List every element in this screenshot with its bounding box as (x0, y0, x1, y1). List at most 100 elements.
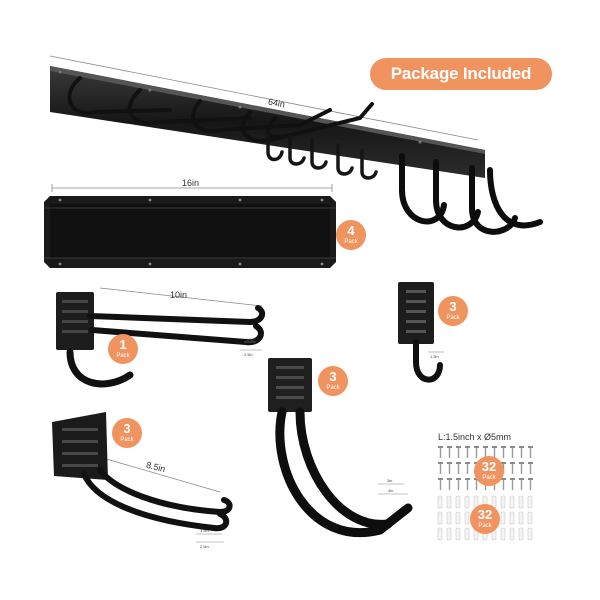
wall-anchor (518, 495, 524, 509)
screw-head (465, 462, 470, 464)
j-hook-qty-word: Pack (326, 385, 340, 391)
screw-head (501, 446, 506, 448)
rail-hook-1 (67, 76, 172, 115)
fork-hook-qty-tag: 3 Pack (112, 418, 142, 448)
wall-anchor (500, 527, 506, 541)
j-hook-dim-b: 4in (388, 488, 394, 493)
rail-hook-2 (127, 88, 252, 126)
wall-anchor (455, 495, 461, 509)
rail-track (50, 66, 485, 178)
screws-qty: 32 (481, 459, 497, 474)
screw-head (465, 478, 470, 480)
double-hook-qty-word: Pack (116, 353, 130, 359)
screw-head (501, 462, 506, 464)
wall-anchor (527, 495, 533, 509)
rail-assembly (49, 55, 543, 235)
j-hook-dim-a: 3in (387, 478, 393, 483)
panel-qty-word: Pack (344, 239, 358, 245)
screw-head (510, 478, 515, 480)
rail-uhook-3 (310, 138, 328, 170)
wall-anchor (509, 511, 515, 525)
wall-anchor (446, 511, 452, 525)
screw-head (510, 446, 515, 448)
panel-length-label: 16in (182, 178, 200, 188)
fork-hook (52, 412, 233, 543)
screw-head (510, 462, 515, 464)
small-hook (398, 282, 444, 383)
wall-anchor (446, 527, 452, 541)
wall-anchor (455, 527, 461, 541)
wall-anchor (527, 511, 533, 525)
screw-head (438, 462, 443, 464)
wall-anchor (446, 495, 452, 509)
screw-head (528, 446, 533, 448)
screw-head (474, 446, 479, 448)
wall-anchor (518, 511, 524, 525)
rail-jhook-4 (487, 167, 543, 229)
screw-head (519, 462, 524, 464)
wall-anchor (464, 527, 470, 541)
screw-head (456, 478, 461, 480)
small-hook-qty-tag: 3 Pack (438, 296, 468, 326)
screw-head (483, 446, 488, 448)
wall-anchor (518, 527, 524, 541)
screw-head (528, 478, 533, 480)
j-hook-qty-tag: 3 Pack (318, 366, 348, 396)
rail-uhook-1 (266, 130, 284, 162)
screw-head (456, 462, 461, 464)
screw-head (438, 446, 443, 448)
anchors-qty-word: Pack (478, 523, 492, 529)
rail-uhook-4 (336, 143, 354, 176)
panel-qty: 4 (347, 223, 355, 238)
rail-track-highlight (50, 66, 485, 154)
double-hook-qty-tag: 1 Pack (108, 334, 138, 364)
screw-head (456, 446, 461, 448)
double-hook-length-label: 10in (170, 290, 188, 300)
screw-head (528, 462, 533, 464)
screw-head (447, 478, 452, 480)
j-hook (268, 358, 413, 537)
package-included-banner: Package Included (370, 58, 552, 90)
wall-anchor (437, 527, 443, 541)
wall-anchor (464, 511, 470, 525)
screw-head (438, 478, 443, 480)
screw-head (447, 446, 452, 448)
wall-anchor (464, 495, 470, 509)
rail-hook-4 (240, 102, 374, 143)
screw-head (519, 446, 524, 448)
anchors-qty: 32 (477, 507, 493, 522)
wall-anchor (455, 511, 461, 525)
screw-spec-label: L:1.5inch x Ø5mm (438, 432, 512, 442)
panel-qty-tag: 4 Pack (336, 220, 366, 250)
wall-anchor (527, 527, 533, 541)
screw-head (501, 478, 506, 480)
wall-panel (44, 184, 336, 268)
double-hook-dim-b: 2.5in (244, 352, 253, 357)
j-hook-qty: 3 (329, 369, 337, 384)
wall-anchor (437, 511, 443, 525)
double-hook-qty: 1 (119, 337, 127, 352)
wall-anchor (500, 511, 506, 525)
wall-anchor (509, 495, 515, 509)
screw-head (492, 446, 497, 448)
fork-hook-qty: 3 (123, 421, 131, 436)
double-hook-dim-a: 1.5in (246, 337, 255, 342)
fork-hook-dim-b: 2.5in (200, 544, 209, 549)
screws-qty-tag: 32 Pack (474, 456, 504, 486)
small-hook-qty: 3 (449, 299, 457, 314)
wall-anchor (500, 495, 506, 509)
screw-head (465, 446, 470, 448)
wall-anchor (437, 495, 443, 509)
double-hook (56, 287, 266, 388)
fork-hook-dim-a: 1.5in (200, 528, 209, 533)
screws-qty-word: Pack (482, 475, 496, 481)
rail-dimension-line (49, 55, 479, 141)
screw-head (519, 478, 524, 480)
rail-hook-3 (190, 99, 332, 133)
screw-head (447, 462, 452, 464)
rail-uhook-5 (360, 148, 378, 180)
small-hook-qty-word: Pack (446, 315, 460, 321)
wall-anchor (509, 527, 515, 541)
fork-hook-qty-word: Pack (120, 437, 134, 443)
